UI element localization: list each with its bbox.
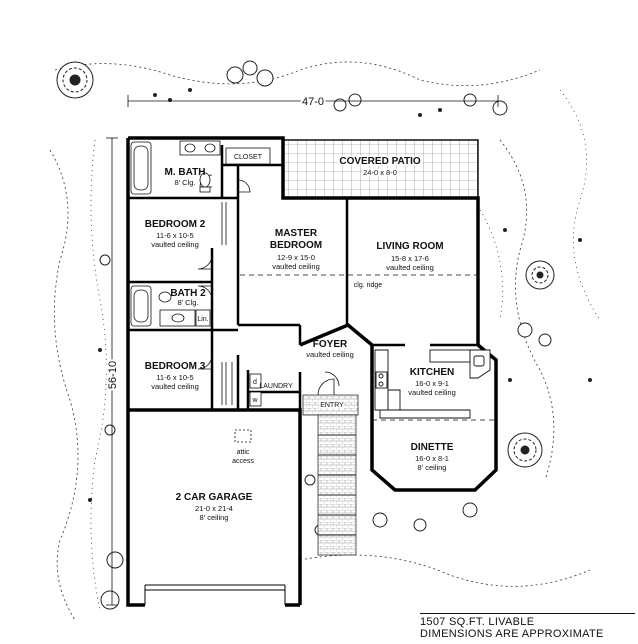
shrub-icon bbox=[99, 60, 552, 610]
foyer-name: FOYER bbox=[313, 339, 348, 350]
kitchen-fixtures bbox=[374, 349, 491, 419]
tree-icon bbox=[525, 260, 555, 290]
closet-name: CLOSET bbox=[234, 154, 263, 161]
master-bedroom-name-2: BEDROOM bbox=[270, 240, 322, 251]
dinette-size: 16-0 x 8-1 bbox=[415, 454, 449, 463]
tree-shrubs bbox=[56, 60, 592, 610]
dryer-icon bbox=[249, 373, 262, 389]
width-dimension-label: 47-0 bbox=[302, 96, 324, 108]
livable-area-note: 1507 SQ.FT. LIVABLE bbox=[420, 613, 635, 628]
covered-patio-size: 24-0 x 8-0 bbox=[363, 168, 397, 177]
tree-icon bbox=[56, 61, 94, 99]
covered-patio-name: COVERED PATIO bbox=[339, 156, 421, 167]
room-labels: M. BATH 8' Clg. CLOSET COVERED PATIO 24-… bbox=[145, 154, 456, 522]
bedroom2-name: BEDROOM 2 bbox=[145, 219, 206, 230]
tree-icon bbox=[507, 432, 543, 468]
exterior-walls bbox=[126, 136, 498, 607]
bedroom3-size: 11-6 x 10-5 bbox=[156, 373, 193, 382]
dryer-label: d bbox=[253, 379, 257, 386]
m-bath-size: 8' Clg. bbox=[174, 178, 195, 187]
ceiling-ridge-lines bbox=[240, 274, 496, 421]
entry-name: ENTRY bbox=[320, 402, 344, 409]
toilet-icon bbox=[158, 291, 172, 303]
attic-access-hatch bbox=[234, 429, 252, 443]
kitchen-size: 16-0 x 9-1 bbox=[415, 379, 449, 388]
kitchen-ceiling: vaulted ceiling bbox=[408, 388, 456, 397]
bedroom3-name: BEDROOM 3 bbox=[145, 361, 206, 372]
front-walkway bbox=[302, 394, 359, 556]
master-bedroom-name-1: MASTER bbox=[275, 228, 318, 239]
living-room-name: LIVING ROOM bbox=[376, 241, 443, 252]
depth-dimension bbox=[106, 137, 118, 606]
width-dimension bbox=[127, 95, 499, 107]
ceiling-ridge-label: clg. ridge bbox=[354, 282, 383, 289]
washer-label: w bbox=[251, 397, 258, 404]
garage-name: 2 CAR GARAGE bbox=[176, 492, 253, 503]
bath-fixtures bbox=[130, 140, 221, 327]
dimensions-disclaimer: DIMENSIONS ARE APPROXIMATE bbox=[420, 628, 604, 640]
landscaping bbox=[49, 61, 601, 621]
linen-label: Lin. bbox=[197, 316, 208, 323]
living-room-ceiling: vaulted ceiling bbox=[386, 263, 434, 272]
m-bath-name: M. BATH bbox=[165, 167, 206, 178]
sink-icon bbox=[473, 355, 485, 367]
depth-dimension-label: 56-10 bbox=[107, 361, 119, 389]
washer-icon bbox=[249, 391, 262, 407]
garage-door bbox=[144, 584, 286, 605]
bath2-name: BATH 2 bbox=[170, 288, 206, 299]
walkway-steps bbox=[318, 434, 356, 536]
dinette-name: DINETTE bbox=[411, 442, 454, 453]
closet-outline bbox=[225, 147, 271, 165]
shrub-icon bbox=[88, 88, 592, 502]
attic-label-1: attic bbox=[237, 449, 250, 456]
dinette-ceiling: 8' ceiling bbox=[418, 463, 447, 472]
garage-size: 21-0 x 21-4 bbox=[195, 504, 233, 513]
bath2-size: 8' Clg. bbox=[177, 298, 198, 307]
attic-label-2: access bbox=[232, 458, 254, 465]
master-bedroom-size: 12-9 x 15-0 bbox=[277, 253, 315, 262]
master-bedroom-ceiling: vaulted ceiling bbox=[272, 262, 320, 271]
laundry-fixtures bbox=[249, 373, 262, 407]
closet-doors bbox=[221, 202, 233, 405]
garage-ceiling: 8' ceiling bbox=[200, 513, 229, 522]
bedroom3-ceiling: vaulted ceiling bbox=[151, 382, 199, 391]
kitchen-name: KITCHEN bbox=[410, 367, 454, 378]
door-swings bbox=[197, 174, 340, 396]
living-room-size: 15-8 x 17-6 bbox=[391, 254, 429, 263]
range-icon bbox=[375, 371, 388, 389]
foyer-ceiling: vaulted ceiling bbox=[306, 350, 354, 359]
laundry-name: LAUNDRY bbox=[259, 383, 293, 390]
covered-patio-floor bbox=[282, 139, 479, 199]
bedroom2-size: 11-6 x 10-5 bbox=[156, 231, 193, 240]
bedroom2-ceiling: vaulted ceiling bbox=[151, 240, 199, 249]
